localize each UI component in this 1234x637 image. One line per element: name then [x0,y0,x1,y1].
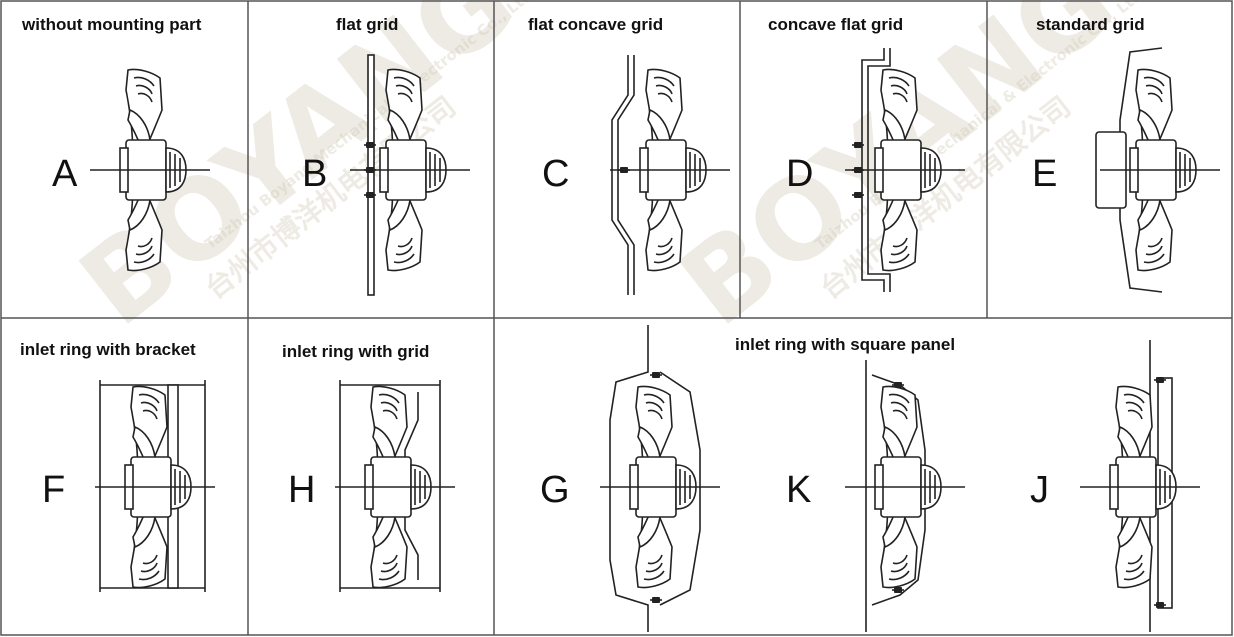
fan-j [1079,385,1201,589]
inlet-ring-frame [99,380,206,592]
panel-h-letter: H [288,469,315,511]
panel-g: G [540,325,721,632]
inlet-ring-frame-h [339,380,441,592]
fan-k [844,385,966,589]
panel-f-title: inlet ring with bracket [20,340,196,359]
panel-c-title: flat concave grid [528,15,663,34]
panel-g-letter: G [540,469,570,511]
panel-k-title: inlet ring with square panel [735,335,955,354]
panel-e-title: standard grid [1036,15,1145,34]
panel-c-letter: C [542,153,569,195]
panel-k: inlet ring with square panel K [735,335,966,632]
flat-grid-plate [367,54,375,296]
panel-e-letter: E [1032,153,1057,195]
panel-d-letter: D [786,153,813,195]
panel-j: J [1030,340,1201,632]
panel-h-title: inlet ring with grid [282,342,429,361]
panel-e: standard grid E [1032,15,1221,293]
concave-grid [611,55,629,295]
panel-h: inlet ring with grid H [282,342,456,592]
panel-a: without mounting part A [21,15,211,272]
fan-g [599,385,721,589]
fan-h [334,385,456,589]
panel-c: flat concave grid C [528,15,731,295]
panel-d-title: concave flat grid [768,15,903,34]
panel-d: concave flat grid D [768,15,966,292]
panel-a-title: without mounting part [21,15,202,34]
panel-b: flat grid B [302,15,471,296]
panel-b-letter: B [302,153,327,195]
panel-a-letter: A [52,153,78,195]
panel-b-title: flat grid [336,15,398,34]
panel-f: inlet ring with bracket F [20,340,216,592]
panel-k-letter: K [786,469,811,511]
fan-f [94,385,216,589]
fan-e [1099,68,1221,272]
panel-f-letter: F [42,469,65,511]
square-panel-g [609,325,649,632]
panel-j-letter: J [1030,469,1049,511]
